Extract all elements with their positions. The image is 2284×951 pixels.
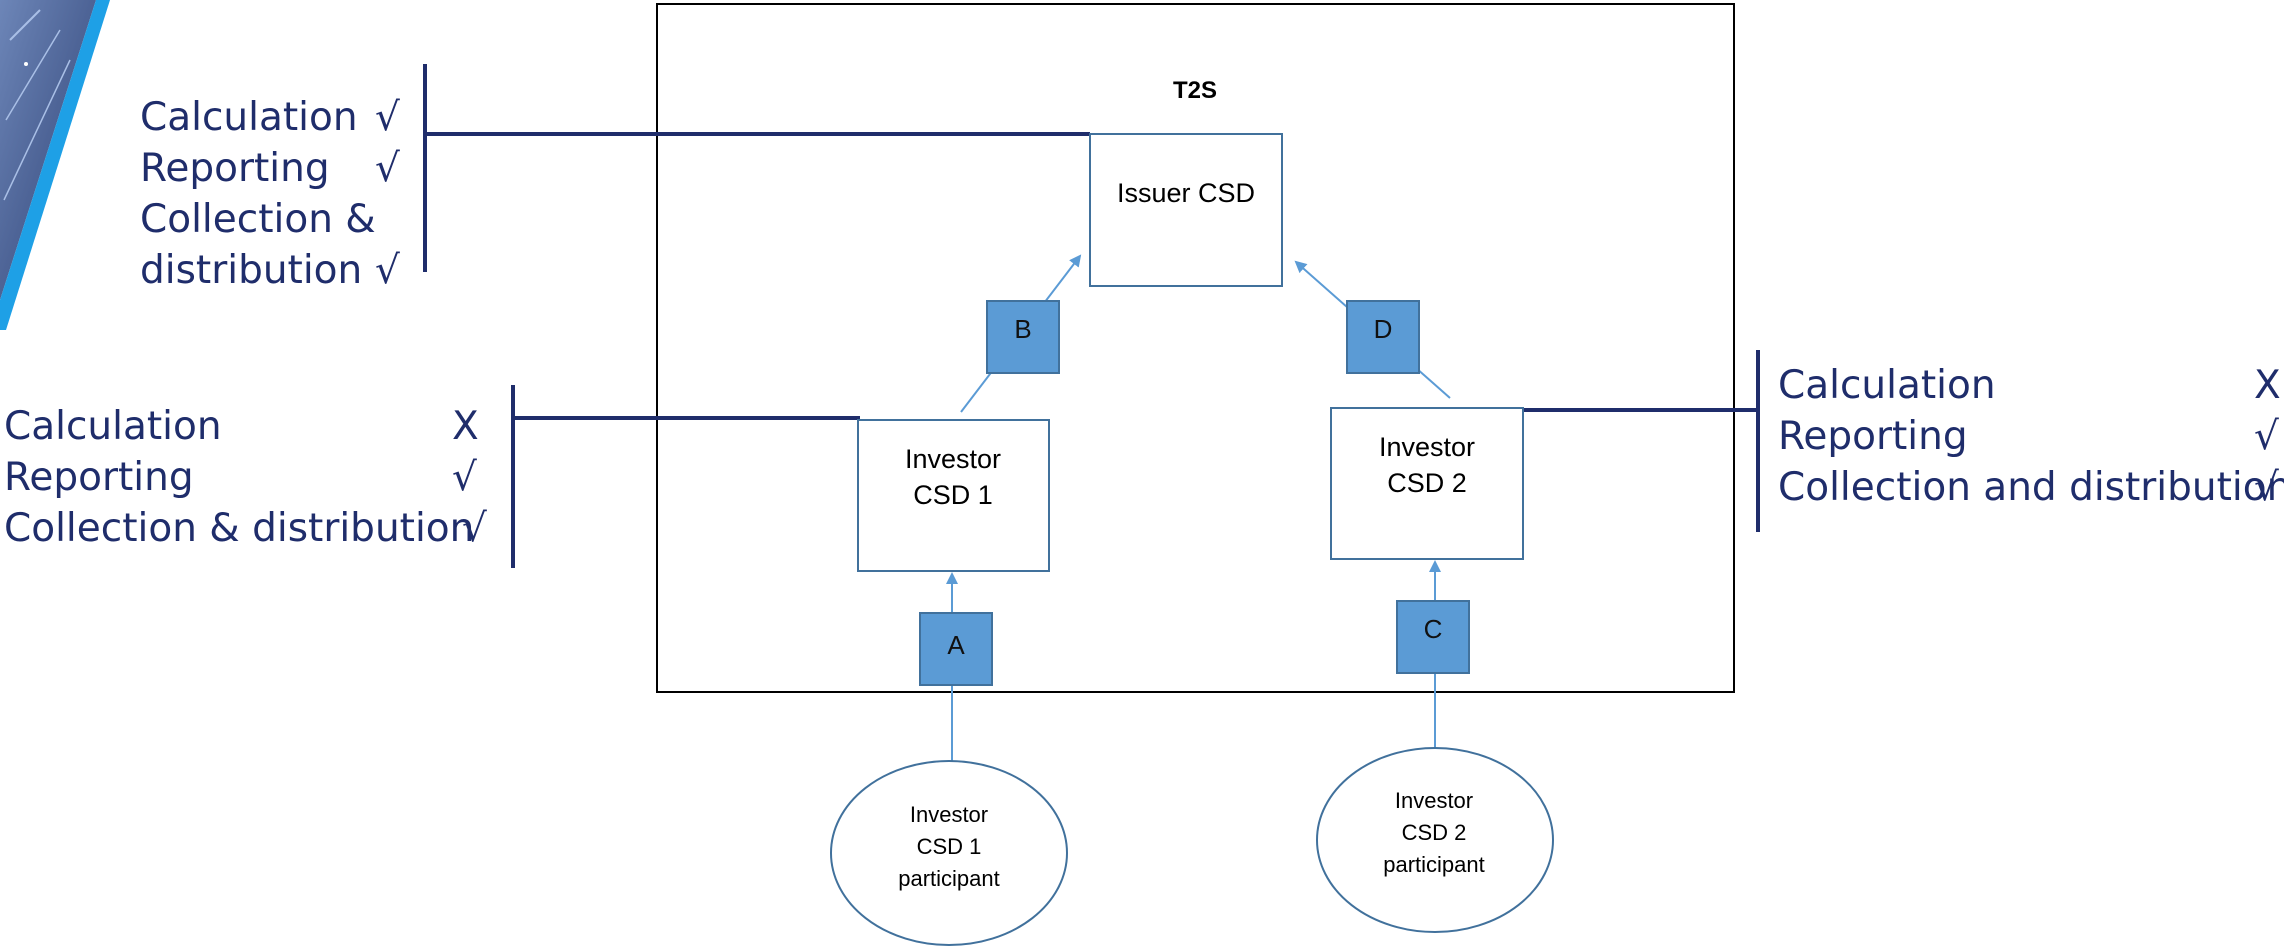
- role-label: distribution: [140, 248, 363, 293]
- investor-csd-1-label-line1: Investor: [905, 444, 1001, 474]
- link-tag-b: B: [986, 300, 1060, 374]
- investor-csd-1-role-calculation: Calculation X: [4, 401, 487, 452]
- role-label: Calculation: [4, 404, 222, 449]
- link-tag-c-label: C: [1424, 614, 1443, 644]
- investor-csd-2-role-collection: Collection and distribution√: [1778, 462, 2284, 513]
- investor-csd-2-role-reporting: Reporting √: [1778, 411, 2281, 462]
- role-mark: √: [375, 146, 400, 191]
- role-mark: √: [462, 506, 487, 551]
- investor-csd-2-role-calculation: Calculation X: [1778, 360, 2281, 411]
- t2s-title: T2S: [1173, 77, 1217, 104]
- issuer-csd-label: Issuer CSD: [1117, 178, 1255, 208]
- participant-2-ellipse: [1316, 747, 1554, 933]
- role-label: Collection &: [140, 197, 376, 242]
- link-tag-a-label: A: [947, 630, 965, 660]
- role-mark: √: [2254, 465, 2279, 510]
- role-connectors: [423, 64, 1760, 568]
- role-label: Reporting: [4, 455, 194, 500]
- participant-2-label-line2: CSD 2: [1402, 820, 1467, 845]
- participant-2-label-line3: participant: [1383, 852, 1485, 877]
- link-tag-b-label: B: [1014, 314, 1031, 344]
- participant-1-label-line3: participant: [898, 866, 1000, 891]
- role-mark: √: [2254, 414, 2279, 459]
- t2s-boundary: [656, 3, 1735, 693]
- investor-csd-1-role-list: Calculation X Reporting √ Collection & dis…: [4, 401, 487, 554]
- link-tag-d-label: D: [1374, 314, 1393, 344]
- role-label: Reporting: [1778, 414, 1968, 459]
- investor-csd-2-role-list: Calculation X Reporting √ Collection and d…: [1778, 360, 2284, 513]
- issuer-role-list: Calculation √ Reporting √ Collection & dis…: [140, 92, 400, 296]
- role-label: Calculation: [140, 95, 358, 140]
- role-mark: √: [375, 248, 400, 293]
- role-mark: √: [452, 455, 477, 500]
- link-tag-d: D: [1346, 300, 1420, 374]
- role-mark: √: [375, 95, 400, 140]
- role-label: Calculation: [1778, 363, 1996, 408]
- role-mark: X: [2254, 363, 2281, 408]
- participant-1-label-line1: Investor: [910, 802, 988, 827]
- participant-2-label-line1: Investor: [1395, 788, 1473, 813]
- issuer-role-calculation: Calculation √: [140, 92, 400, 143]
- investor-csd-1-role-collection: Collection & distribution√: [4, 503, 487, 554]
- role-mark: X: [452, 404, 479, 449]
- link-tag-a: A: [919, 612, 993, 686]
- role-label: Reporting: [140, 146, 330, 191]
- participant-1-ellipse: [830, 760, 1068, 946]
- role-label: Collection & distribution: [4, 506, 475, 551]
- issuer-role-reporting: Reporting √: [140, 143, 400, 194]
- issuer-csd-box: [1089, 133, 1283, 287]
- investor-csd-2-label-line2: CSD 2: [1387, 468, 1467, 498]
- issuer-role-collection: Collection &: [140, 194, 400, 245]
- issuer-role-distribution: distribution √: [140, 245, 400, 296]
- role-label: Collection and distribution: [1778, 465, 2284, 510]
- investor-csd-2-box: [1330, 407, 1524, 560]
- participant-1-label-line2: CSD 1: [917, 834, 982, 859]
- investor-csd-2-label-line1: Investor: [1379, 432, 1475, 462]
- investor-csd-1-box: [857, 419, 1050, 572]
- corner-decoration: [0, 0, 110, 330]
- investor-csd-1-label-line2: CSD 1: [913, 480, 993, 510]
- link-tag-c: C: [1396, 600, 1470, 674]
- investor-csd-1-role-reporting: Reporting √: [4, 452, 487, 503]
